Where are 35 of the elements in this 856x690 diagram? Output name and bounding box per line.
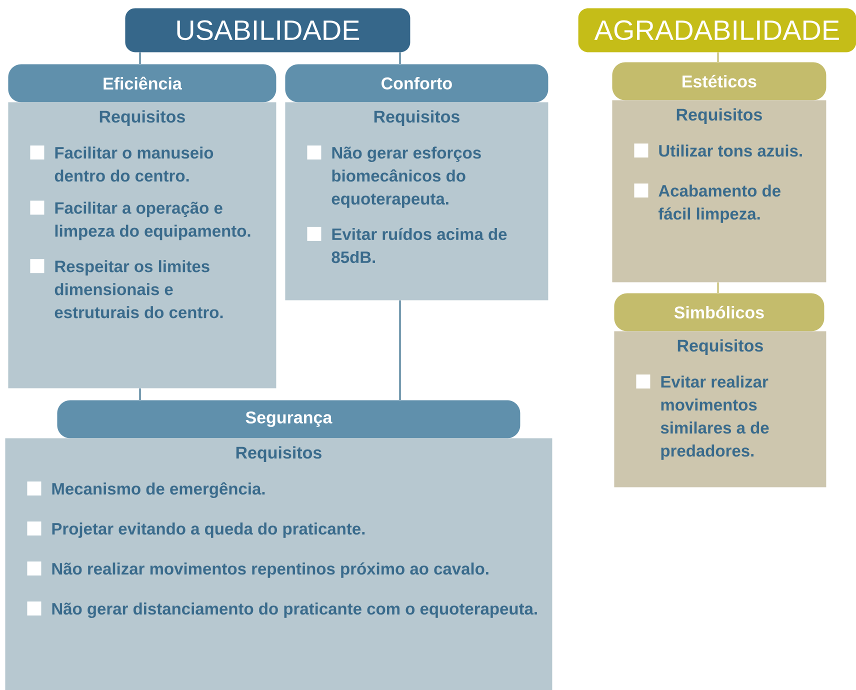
requirement-text: Não gerar distanciamento do praticante com o equoterapeuta. bbox=[52, 602, 537, 618]
group-pill: Segurança bbox=[57, 400, 520, 438]
group-pill: Simbólicos bbox=[614, 293, 824, 332]
group-pill: Eficiência bbox=[8, 64, 276, 102]
requirements-panel bbox=[614, 331, 826, 488]
requirement-text: Utilizar tons azuis. bbox=[659, 144, 802, 157]
panel-heading: Requisitos bbox=[374, 110, 460, 126]
requirements-panel bbox=[285, 102, 548, 300]
requirements-panel bbox=[612, 100, 826, 282]
requirement-text: Facilitar o manuseio dentro do centro. bbox=[54, 146, 214, 182]
group-pill: Conforto bbox=[285, 64, 548, 102]
requirement-text: Evitar ruídos acima de 85dB. bbox=[332, 228, 507, 264]
category-header: USABILIDADE bbox=[125, 8, 410, 52]
group-pill: Estéticos bbox=[612, 62, 826, 100]
requirement-text: Projetar evitando a queda do praticante. bbox=[52, 522, 365, 538]
panel-heading: Requisitos bbox=[678, 339, 763, 356]
requirement-text: Acabamento de fácil limpeza. bbox=[658, 184, 780, 223]
panel-heading: Requisitos bbox=[100, 110, 185, 126]
connector-line bbox=[717, 52, 719, 62]
requirement-text: Facilitar a operação e limpeza do equipamento. bbox=[55, 202, 250, 240]
requirement-text: Não realizar movimentos repentinos próximo ao cavalo. bbox=[52, 562, 488, 578]
connector-line bbox=[139, 52, 141, 64]
requirement-text: Evitar realizar movimentos similares a de predadores. bbox=[660, 376, 769, 460]
connector-line bbox=[399, 300, 401, 400]
requirements-panel bbox=[8, 102, 276, 388]
connector-line bbox=[139, 388, 141, 400]
connector-line bbox=[399, 52, 401, 64]
requirements-panel bbox=[5, 438, 552, 690]
panel-heading: Requisitos bbox=[236, 446, 322, 462]
requirement-text: Respeitar os limites dimensionais e estruturais do centro. bbox=[54, 260, 223, 318]
requirement-text: Não gerar esforços biomecânicos do equoterapeuta. bbox=[332, 146, 481, 208]
requirement-text: Mecanismo de emergência. bbox=[52, 482, 265, 498]
category-header: AGRADABILIDADE bbox=[578, 8, 856, 52]
connector-line bbox=[717, 282, 719, 293]
panel-heading: Requisitos bbox=[676, 108, 762, 124]
